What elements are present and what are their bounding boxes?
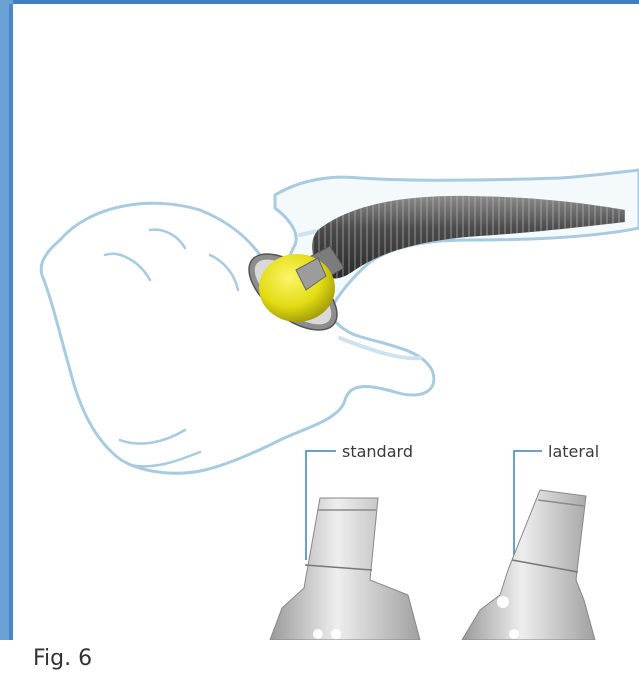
femoral-head bbox=[259, 254, 335, 322]
figure-caption: Fig. 6 bbox=[33, 646, 92, 671]
standard-label: standard bbox=[342, 442, 413, 461]
lateral-neck bbox=[462, 490, 595, 640]
lateral-label: lateral bbox=[548, 442, 599, 461]
standard-neck bbox=[270, 498, 420, 640]
hip-implant-illustration bbox=[13, 4, 639, 640]
